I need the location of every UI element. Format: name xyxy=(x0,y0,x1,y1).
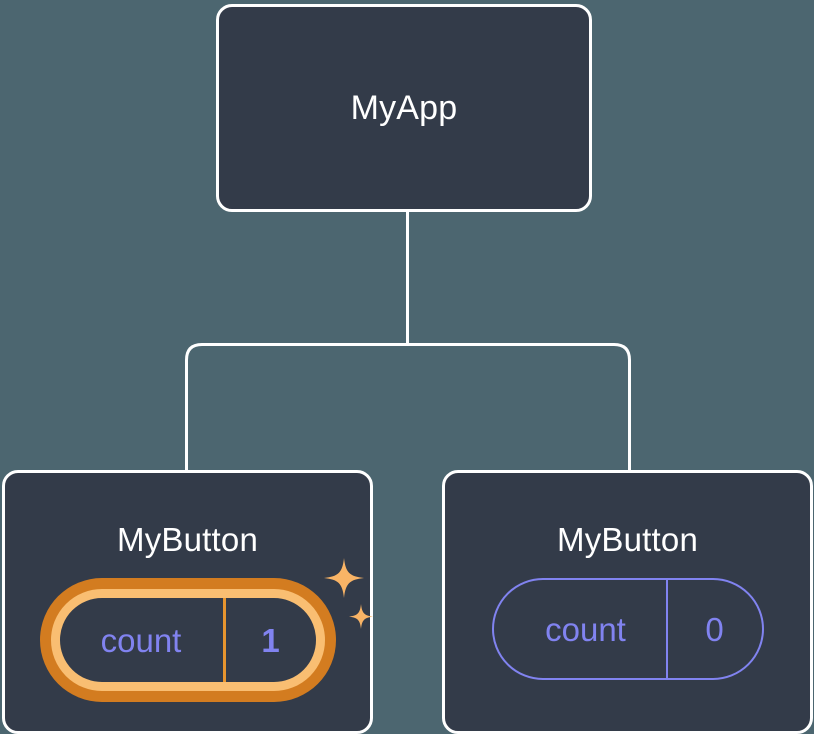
state-pill-right-wrapper: count 0 xyxy=(491,578,764,680)
state-value-right: 0 xyxy=(665,580,762,678)
state-key-left: count xyxy=(100,621,182,659)
node-myapp-label: MyApp xyxy=(350,89,458,127)
state-pill-left-inner: count 1 xyxy=(50,589,325,691)
node-mybutton-right[interactable]: MyButton count 0 xyxy=(442,470,813,734)
state-key-right: count xyxy=(545,610,626,648)
node-mybutton-left[interactable]: MyButton count 1 xyxy=(2,470,373,734)
node-mybutton-left-label: MyButton xyxy=(117,521,258,558)
state-value-left: 1 xyxy=(222,598,316,682)
sparkle-large-icon xyxy=(323,558,364,598)
sparkle-small-icon xyxy=(348,604,373,629)
node-mybutton-right-label: MyButton xyxy=(557,521,698,558)
node-myapp[interactable]: MyApp xyxy=(216,4,592,212)
state-pill-left-wrapper: count 1 xyxy=(39,558,373,702)
connector-child-bus xyxy=(185,343,631,470)
state-pill-right[interactable]: count 0 xyxy=(491,578,764,680)
state-pill-left[interactable]: count 1 xyxy=(39,578,336,702)
